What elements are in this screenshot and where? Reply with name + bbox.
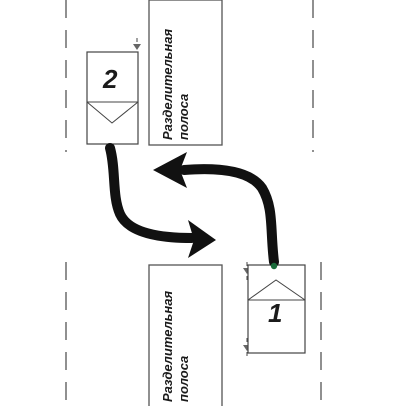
trajectory-1-arrowhead (153, 152, 187, 188)
strip-top-label-line1: Разделительная (160, 29, 175, 140)
strip-bottom-label-line2: полоса (176, 356, 191, 402)
vehicle-2-trajectory (105, 143, 216, 258)
dividing-strip-bottom: Разделительная полоса (148, 264, 223, 406)
strip-bottom-label-line1: Разделительная (160, 291, 175, 402)
vehicle-2: 2 (86, 38, 141, 145)
trajectory-2-arrowhead (188, 220, 216, 258)
vehicle-1-number: 1 (268, 298, 282, 328)
lane-lines (65, 0, 322, 406)
vehicle-1-trajectory (153, 152, 279, 270)
strip-top-label-line2: полоса (176, 94, 191, 140)
vehicle-1: 1 (243, 262, 306, 358)
dividing-strip-top: Разделительная полоса (148, 0, 223, 146)
vehicle-2-number: 2 (102, 64, 118, 94)
